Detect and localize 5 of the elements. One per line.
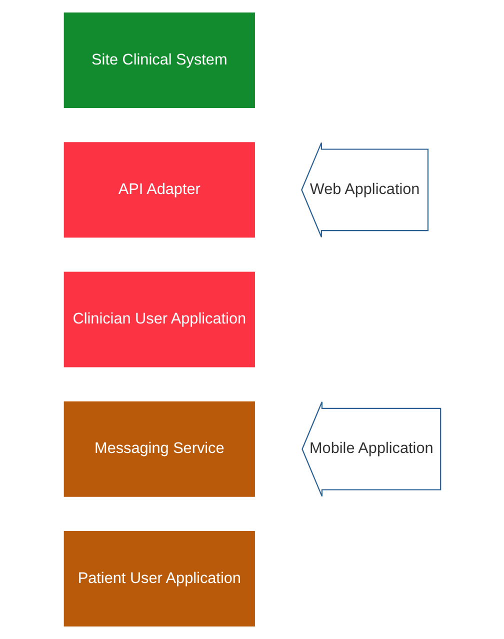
- node-box: Messaging Service: [63, 401, 254, 497]
- node-box: Clinician User Application: [63, 272, 254, 368]
- node-box: Site Clinical System: [63, 12, 254, 108]
- node-box: Patient User Application: [63, 530, 254, 626]
- node-box: API Adapter: [63, 142, 254, 238]
